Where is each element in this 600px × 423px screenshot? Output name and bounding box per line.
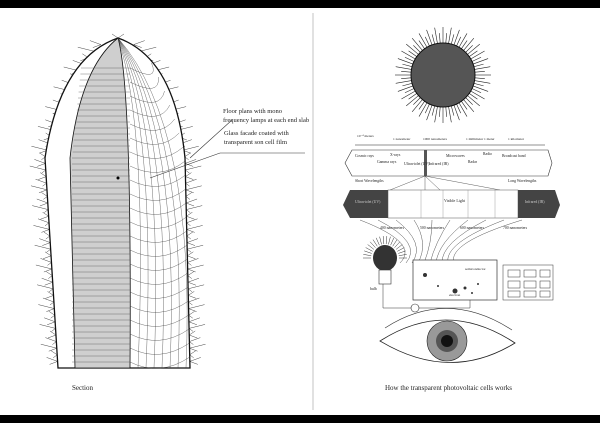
semiconductor-label: semiconductor	[465, 267, 486, 271]
em-spectrum-band	[344, 149, 553, 177]
visible-light-band	[343, 189, 560, 219]
battery-icon	[410, 303, 420, 313]
annotation-glass-1: Glass facade coated with	[224, 130, 290, 137]
wavelength-scale: 10⁻⁴ meters 1 nanometer 1000 nanometers …	[355, 134, 545, 146]
band-radio: Radio	[483, 152, 492, 156]
diagram-canvas: Floor plans with mono frequency lamps at…	[29, 13, 560, 410]
long-wavelengths-label: Long Wavelengths	[508, 179, 537, 183]
svg-text:1 millimeter: 1 millimeter	[466, 137, 484, 141]
building-section	[29, 33, 305, 369]
band-xrays: X-rays	[390, 153, 401, 157]
visible-uv-label: Ultraviolet (UV)	[355, 200, 381, 204]
visible-ir-label: Infrared (IR)	[525, 200, 545, 204]
svg-text:1 kilometer: 1 kilometer	[508, 137, 525, 141]
band-broadcast: Broadcast band	[502, 154, 526, 158]
band-ir: Infrared (IR)	[429, 162, 449, 166]
circuit-grid	[502, 264, 554, 301]
caption-pv-cells: How the transparent photovoltaic cells w…	[385, 384, 512, 392]
caption-section: Section	[72, 384, 93, 392]
bulb-icon	[363, 236, 407, 285]
svg-text:1 nanometer: 1 nanometer	[393, 137, 411, 141]
sun-icon	[395, 27, 491, 123]
visible-light-label: Visible Light	[444, 198, 466, 203]
svg-text:10⁻⁴ meters: 10⁻⁴ meters	[357, 134, 374, 138]
annotation-glass-2: transparent son cell film	[224, 139, 287, 146]
annotation-floor-2: frequency lamps at each end slab	[223, 117, 309, 124]
svg-text:1000 nanometers: 1000 nanometers	[423, 137, 448, 141]
bulb-label: bulb	[370, 287, 377, 291]
drawing-sheet: Floor plans with mono frequency lamps at…	[0, 8, 600, 415]
nm-600: 600 nanometers	[460, 226, 485, 230]
electron-label: electron	[449, 293, 461, 297]
band-gamma: Gamma rays	[377, 160, 397, 164]
nm-500: 500 nanometers	[420, 226, 445, 230]
nm-700: 700 nanometers	[503, 226, 528, 230]
band-uv: Ultraviolet (UV)	[404, 162, 430, 166]
band-radar: Radar	[468, 160, 478, 164]
annotation-floor-1: Floor plans with mono	[223, 108, 282, 115]
eye-icon	[379, 308, 516, 363]
short-wavelengths-label: Short Wavelengths	[355, 179, 384, 183]
svg-text:1 meter: 1 meter	[484, 137, 495, 141]
band-cosmic: Cosmic rays	[355, 154, 374, 158]
band-microwaves: Microwaves	[446, 154, 465, 158]
